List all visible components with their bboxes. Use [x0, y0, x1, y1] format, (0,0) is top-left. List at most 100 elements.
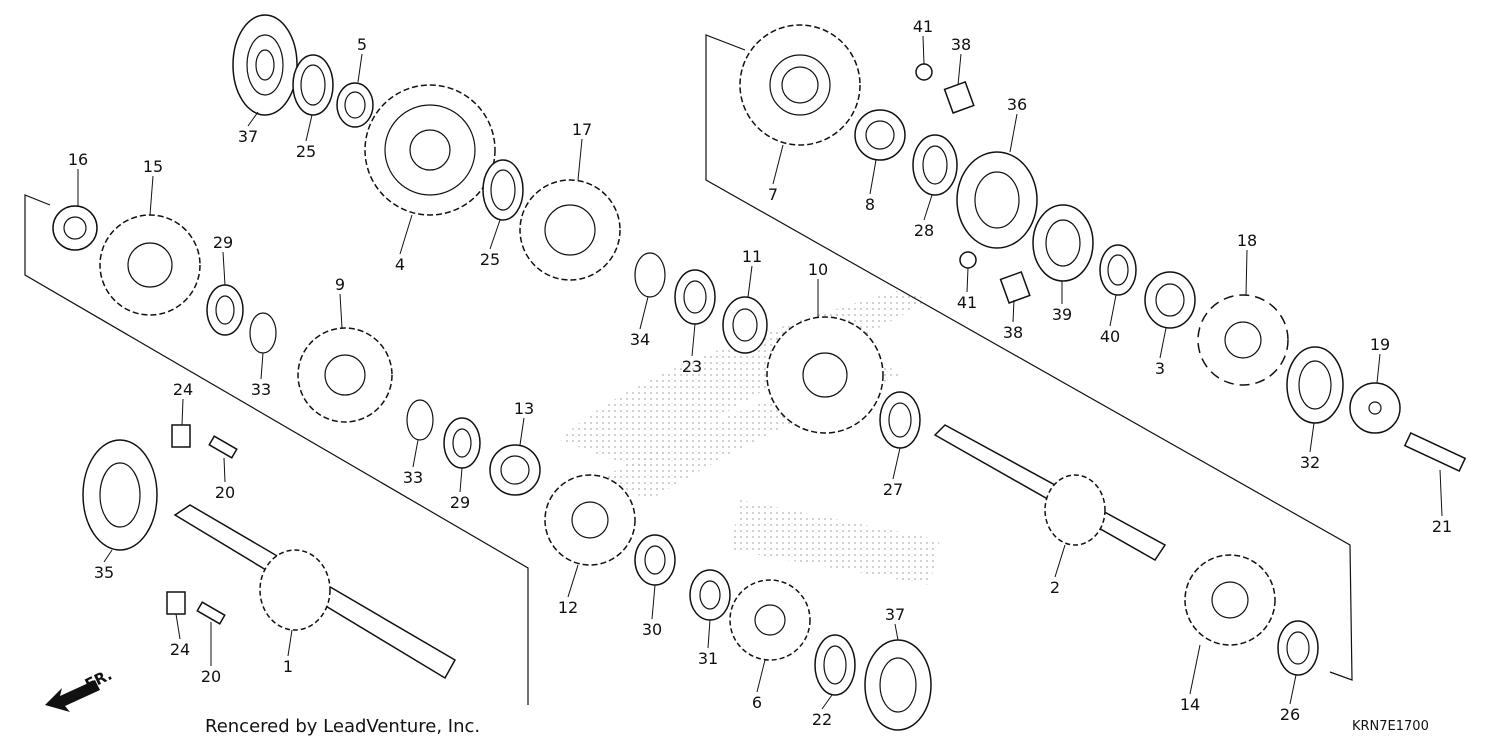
leader-line-c33b	[412, 439, 419, 468]
leader-line-c40	[1109, 294, 1117, 327]
callout-label-c8: 8	[865, 195, 875, 214]
part-countershaft-2	[933, 424, 1167, 561]
callout-label-c11: 11	[742, 247, 762, 266]
diagram-code: KRN7E1700	[1352, 719, 1429, 734]
left-shaft-frame	[24, 194, 529, 705]
callout-label-c26: 26	[1280, 705, 1300, 724]
leader-line-c26	[1289, 674, 1297, 705]
leader-line-c21	[1439, 469, 1443, 517]
part-bushing-8	[854, 109, 906, 161]
callout-label-c37a: 37	[238, 127, 258, 146]
part-bearing-36	[956, 151, 1038, 249]
leader-line-c37b	[894, 623, 899, 641]
part-plate-38-top	[943, 81, 975, 114]
part-bushing-5	[336, 82, 374, 128]
callout-label-c25a: 25	[296, 142, 316, 161]
callout-labels: 1234567891011121314151617181920202122232…	[68, 17, 1452, 729]
callout-label-c25b: 25	[480, 250, 500, 269]
part-plate-38-low	[999, 271, 1031, 304]
callout-label-c20b: 20	[201, 667, 221, 686]
leader-line-c41b	[966, 267, 969, 293]
leader-line-c41a	[922, 35, 925, 65]
leader-line-c35	[103, 549, 113, 563]
callout-label-c21: 21	[1432, 517, 1452, 536]
part-washer-19	[1349, 382, 1401, 434]
part-washer-25-mid	[482, 159, 524, 221]
part-bolt-20-top	[208, 435, 238, 459]
part-plate-24-top	[171, 424, 191, 448]
leader-line-c4	[399, 214, 413, 255]
part-gear-6	[729, 579, 811, 661]
leader-line-c9	[339, 293, 343, 329]
part-gear-9	[297, 327, 393, 423]
callout-label-c10: 10	[808, 260, 828, 279]
part-washer-31	[689, 569, 731, 621]
part-washer-32	[1286, 346, 1344, 424]
direction-label: FR.	[82, 666, 115, 694]
callout-label-c37b: 37	[885, 605, 905, 624]
leader-line-c15	[149, 175, 154, 216]
part-bushing-13	[489, 444, 541, 496]
parts-layer	[52, 14, 1467, 731]
leader-line-c7	[772, 144, 784, 185]
part-washer-26	[1277, 620, 1319, 676]
leader-line-c6	[756, 659, 766, 693]
callout-label-c29b: 29	[450, 493, 470, 512]
callout-label-c6: 6	[752, 693, 762, 712]
callout-label-c9: 9	[335, 275, 345, 294]
part-bearing-37-low	[864, 639, 932, 731]
leader-line-c34	[639, 296, 649, 330]
callout-label-c15: 15	[143, 157, 163, 176]
callout-label-c12: 12	[558, 598, 578, 617]
leader-line-c12	[567, 564, 579, 598]
right-shaft-frame	[705, 34, 1353, 681]
callout-label-c38b: 38	[1003, 323, 1023, 342]
part-gear-14	[1184, 554, 1276, 646]
leader-line-c27	[892, 447, 901, 480]
part-bearing-37-top	[232, 14, 298, 116]
leader-line-c33a	[260, 352, 264, 380]
leader-line-c32	[1309, 422, 1315, 453]
callout-label-c18: 18	[1237, 231, 1257, 250]
part-washer-29-top	[206, 284, 244, 336]
leader-line-c29b	[459, 467, 463, 493]
leader-line-c31	[707, 619, 711, 649]
part-gear-12	[544, 474, 636, 566]
leader-line-c29a	[222, 251, 226, 286]
callout-label-c16: 16	[68, 150, 88, 169]
leader-line-c25b	[489, 219, 501, 250]
part-gear-4	[364, 84, 496, 216]
part-gear-17	[519, 179, 621, 281]
part-washer-25-top	[292, 54, 334, 116]
part-gear-7	[739, 24, 861, 146]
callout-label-c19: 19	[1370, 335, 1390, 354]
callout-label-c2: 2	[1050, 578, 1060, 597]
callout-label-c13: 13	[514, 399, 534, 418]
callout-label-c28: 28	[914, 221, 934, 240]
callout-label-c39: 39	[1052, 305, 1072, 324]
leader-line-c11	[747, 265, 753, 298]
part-gear-10	[766, 316, 884, 434]
leader-line-c13	[519, 417, 525, 446]
leader-line-c22	[821, 694, 833, 710]
part-circlip-34	[634, 252, 666, 298]
part-seal-39	[1032, 204, 1094, 282]
callout-label-c5: 5	[357, 35, 367, 54]
leader-line-c5	[357, 53, 363, 83]
callout-label-c29a: 29	[213, 233, 233, 252]
callout-label-c32: 32	[1300, 453, 1320, 472]
part-mainshaft-1	[173, 504, 457, 680]
leader-line-c2	[1054, 544, 1066, 578]
part-washer-28	[912, 134, 958, 196]
part-circlip-33-top	[249, 312, 277, 354]
part-bearing-35	[82, 439, 158, 551]
leader-line-c30	[651, 584, 656, 620]
callout-label-c38a: 38	[951, 35, 971, 54]
callout-label-c14: 14	[1180, 695, 1200, 714]
callout-label-c31: 31	[698, 649, 718, 668]
part-bolt-41-low	[959, 251, 977, 269]
callout-label-c22: 22	[812, 710, 832, 729]
callout-label-c30: 30	[642, 620, 662, 639]
